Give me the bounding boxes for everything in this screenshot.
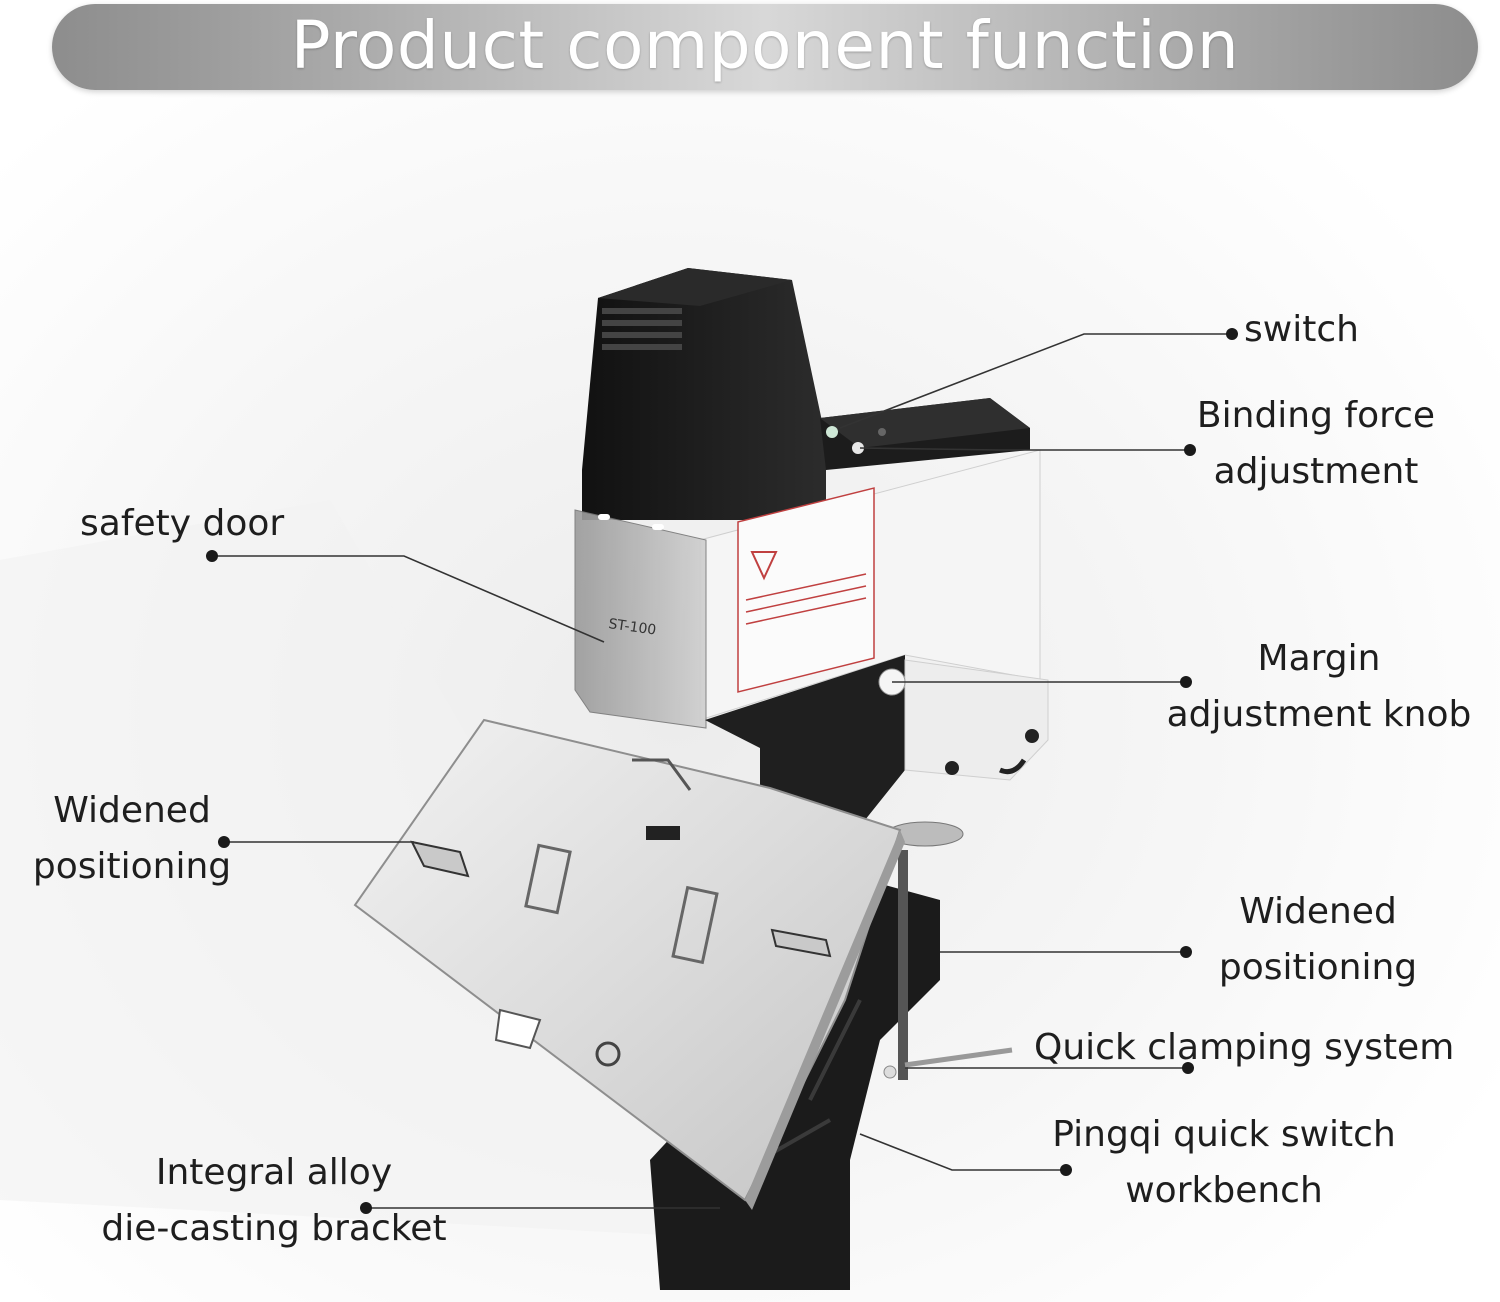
safety-door: ST-100 (574, 509, 707, 729)
label-binding-force-line2: adjustment (1213, 451, 1419, 492)
left-guide (410, 840, 470, 878)
model-text: ST-100 (607, 616, 657, 639)
workbench-plate (353, 718, 905, 1210)
leader-dots (206, 328, 1238, 1214)
clamp-screw (898, 850, 908, 1080)
label-margin-knob-line1: Margin (1257, 638, 1381, 679)
label-widened-right-line2: positioning (1218, 947, 1418, 988)
label-margin-knob: Margin adjustment knob (1146, 631, 1492, 743)
clamp-handle (904, 1047, 1013, 1068)
label-margin-knob-line2: adjustment knob (1166, 694, 1472, 735)
label-pingqi: Pingqi quick switch workbench (1026, 1107, 1422, 1219)
label-widened-left-line2: positioning (32, 846, 232, 887)
label-binding-force: Binding force adjustment (1176, 388, 1456, 500)
label-widened-right: Widened positioning (1200, 884, 1436, 996)
label-pingqi-line1: Pingqi quick switch (1052, 1114, 1396, 1155)
lower-head (705, 655, 1049, 820)
label-integral-alloy: Integral alloy die-casting bracket (78, 1145, 470, 1257)
label-switch: switch (1244, 309, 1359, 350)
label-integral-alloy-line2: die-casting bracket (101, 1208, 447, 1249)
page-title: Product component function (290, 7, 1240, 84)
force-adjuster (852, 442, 864, 454)
label-safety-door: safety door (80, 503, 285, 544)
white-body (699, 449, 1041, 721)
label-widened-left: Widened positioning (14, 783, 250, 895)
warning-triangle-icon (750, 551, 778, 581)
label-pingqi-line2: workbench (1125, 1170, 1323, 1211)
title-banner: Product component function (52, 4, 1478, 90)
leader-lines (212, 333, 1232, 1209)
switch-indicator (826, 426, 838, 438)
label-quick-clamping: Quick clamping system (1034, 1027, 1455, 1068)
label-widened-right-line1: Widened (1239, 891, 1397, 932)
label-widened-left-line1: Widened (53, 790, 211, 831)
right-guide (770, 928, 832, 958)
motor-housing (582, 268, 1030, 520)
warning-sticker (737, 487, 875, 693)
label-integral-alloy-line1: Integral alloy (155, 1152, 393, 1193)
label-binding-force-line1: Binding force (1196, 395, 1436, 436)
